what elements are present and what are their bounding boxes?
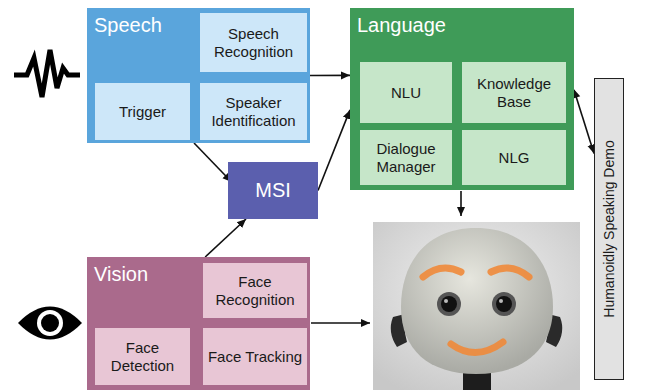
module-title: Vision (94, 263, 148, 286)
demo-box: Humanoidly Speaking Demo (594, 78, 624, 380)
waveform-icon (14, 50, 80, 97)
demo-label: Humanoidly Speaking Demo (601, 140, 617, 317)
component-label: Face Tracking (208, 348, 302, 366)
component-box: Face Detection (95, 328, 190, 385)
flow-arrow (310, 75, 350, 77)
component-box: Dialogue Manager (360, 130, 452, 185)
arrow-to-robot (460, 191, 462, 216)
robot-illustration (373, 222, 580, 390)
component-label: NLG (499, 149, 530, 167)
component-box: Face Tracking (203, 328, 307, 385)
component-box: Speech Recognition (200, 13, 307, 72)
module-title: Speech (94, 14, 162, 37)
component-label: Speech Recognition (203, 25, 304, 61)
flow-arrow (205, 219, 246, 257)
module-panel: Vision Face RecognitionFace Detection Face… (87, 257, 310, 390)
module-title: MSI (255, 179, 291, 202)
component-label: Face Recognition (206, 273, 304, 309)
component-box: Knowledge Base (462, 62, 566, 123)
module-panel: Speech Speech RecognitionTrigger Speaker I… (87, 8, 310, 143)
component-box: NLU (360, 62, 452, 123)
component-box: Face Recognition (203, 263, 307, 318)
eye-icon (18, 307, 82, 340)
component-label: Knowledge Base (465, 75, 563, 111)
component-label: Face Detection (98, 339, 187, 375)
flow-arrow (574, 90, 594, 154)
component-box: NLG (462, 130, 566, 185)
component-label: NLU (391, 84, 421, 102)
component-label: Speaker Identification (203, 94, 304, 130)
arrow-to-robot (311, 322, 370, 324)
component-box: Speaker Identification (200, 83, 307, 140)
module-title: Language (357, 14, 446, 37)
flow-arrow (194, 143, 232, 182)
component-label: Dialogue Manager (363, 140, 449, 176)
module-panel: LanguageNLU Knowledge BaseDialogue Manage… (350, 8, 574, 190)
fusion-box: MSI (228, 162, 318, 219)
component-box: Trigger (95, 83, 190, 140)
component-label: Trigger (119, 103, 166, 121)
flow-arrow (318, 110, 350, 191)
